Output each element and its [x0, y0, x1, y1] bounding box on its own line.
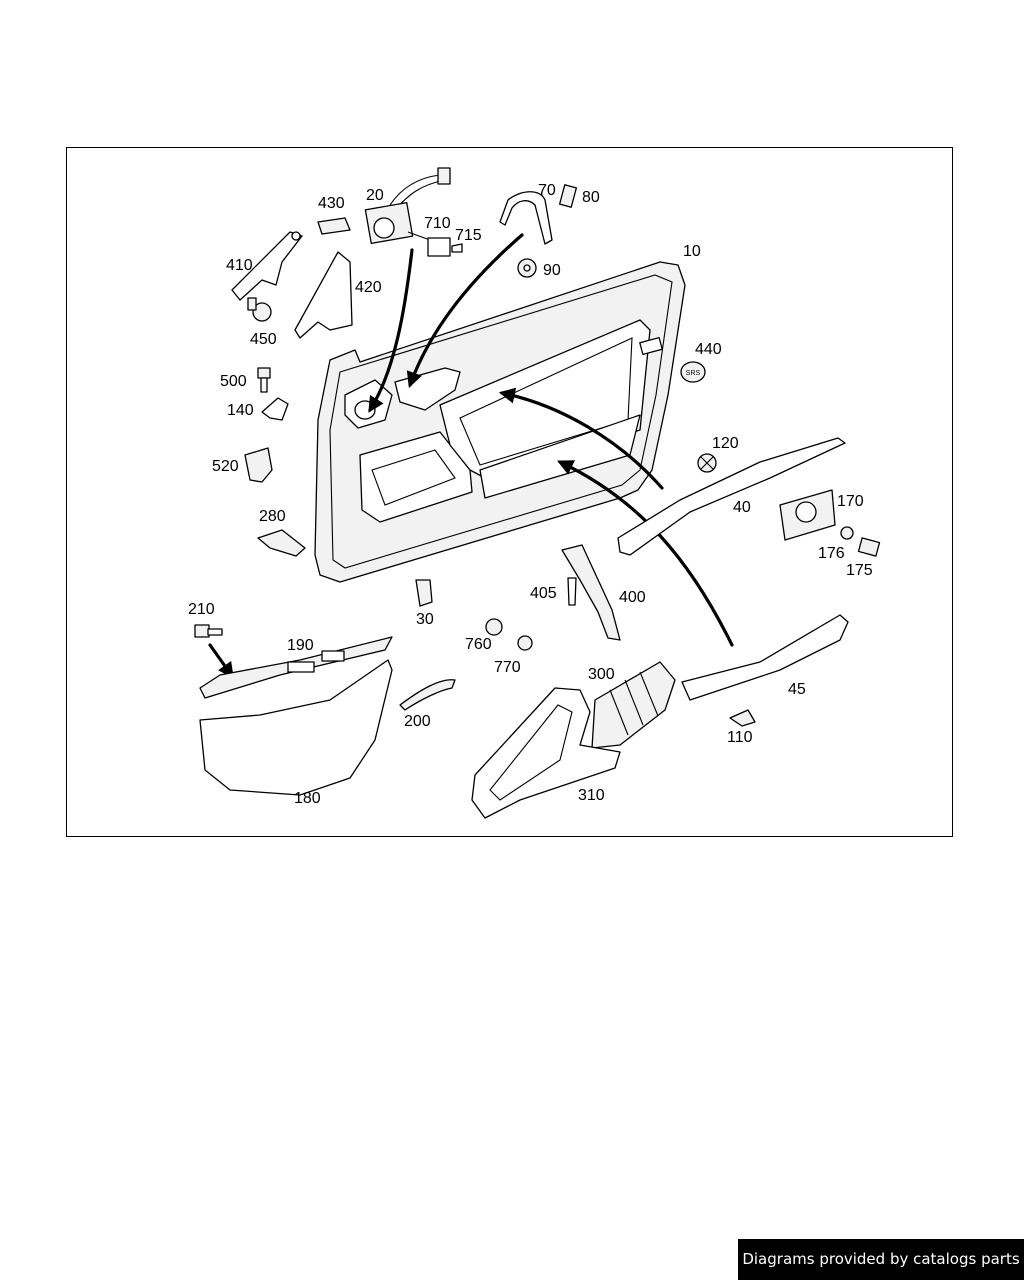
- part-70-handle: [499, 191, 553, 245]
- callout-180: 180: [294, 790, 321, 807]
- part-430-clip: [317, 217, 351, 235]
- assembly-arrows: [208, 233, 734, 679]
- part-770-screw: [517, 635, 533, 651]
- callout-120: 120: [712, 435, 739, 452]
- callout-30: 30: [416, 611, 434, 628]
- callout-10: 10: [683, 243, 701, 260]
- part-176-washer: [840, 526, 854, 540]
- callout-45: 45: [788, 681, 806, 698]
- callout-715: 715: [455, 227, 482, 244]
- callout-110: 110: [727, 729, 753, 746]
- callout-420: 420: [355, 279, 382, 296]
- callout-450: 450: [250, 331, 277, 348]
- callout-500: 500: [220, 373, 247, 390]
- callout-770: 770: [494, 659, 521, 676]
- callout-430: 430: [318, 195, 345, 212]
- callout-140: 140: [227, 402, 254, 419]
- part-450-screw: [247, 297, 272, 322]
- callout-190: 190: [287, 637, 314, 654]
- part-90-nut: [517, 258, 537, 278]
- callout-90: 90: [543, 262, 561, 279]
- part-280-bracket: [257, 529, 306, 557]
- callout-410: 410: [226, 257, 253, 274]
- callout-170: 170: [837, 493, 864, 510]
- part-520-clip: [244, 447, 273, 483]
- part-440-srs-badge: SRS: [680, 361, 706, 383]
- footer-credit: Diagrams provided by catalogs parts: [738, 1239, 1024, 1280]
- part-30-fastener: [415, 579, 433, 607]
- diagram-frame: [66, 147, 953, 837]
- part-405-screw: [567, 577, 577, 606]
- part-410-bracket: [231, 231, 303, 301]
- part-190-switch-panel: [199, 636, 393, 699]
- callout-400: 400: [619, 589, 646, 606]
- callout-300: 300: [588, 666, 615, 683]
- part-210-screw: [194, 624, 223, 638]
- srs-badge-text: SRS: [686, 370, 701, 377]
- part-40-strip: [617, 437, 846, 556]
- callout-210: 210: [188, 601, 215, 618]
- callout-200: 200: [404, 713, 431, 730]
- part-180-pocket: [199, 659, 393, 796]
- callout-280: 280: [259, 508, 286, 525]
- callout-520: 520: [212, 458, 239, 475]
- callout-20: 20: [366, 187, 384, 204]
- part-500-bolt: [257, 367, 271, 393]
- callout-710: 710: [424, 215, 451, 232]
- callout-176: 176: [818, 545, 845, 562]
- part-20-speaker: [364, 167, 451, 245]
- callout-80: 80: [582, 189, 600, 206]
- part-760-spacer: [485, 618, 503, 636]
- part-140-clip: [261, 397, 289, 421]
- part-175-bolt: [857, 537, 881, 557]
- part-110-clip: [729, 709, 756, 727]
- callout-440: 440: [695, 341, 722, 358]
- part-170-plate: [779, 489, 836, 541]
- part-310-frame: [471, 687, 621, 819]
- part-200-trim: [399, 679, 456, 711]
- part-45-armrest: [681, 614, 849, 701]
- callout-310: 310: [578, 787, 605, 804]
- part-80-screw: [558, 184, 578, 208]
- callout-175: 175: [846, 562, 873, 579]
- callout-40: 40: [733, 499, 751, 516]
- callout-405: 405: [530, 585, 557, 602]
- part-420-cover: [294, 251, 353, 339]
- part-400-bracket: [561, 544, 621, 641]
- part-710-715-connector: [427, 237, 463, 257]
- callout-70: 70: [538, 182, 556, 199]
- callout-760: 760: [465, 636, 492, 653]
- callout-labels: 10 20 30 40 45 70 80 90 110 120 140 170 …: [188, 182, 873, 807]
- part-120-clip: [697, 453, 717, 473]
